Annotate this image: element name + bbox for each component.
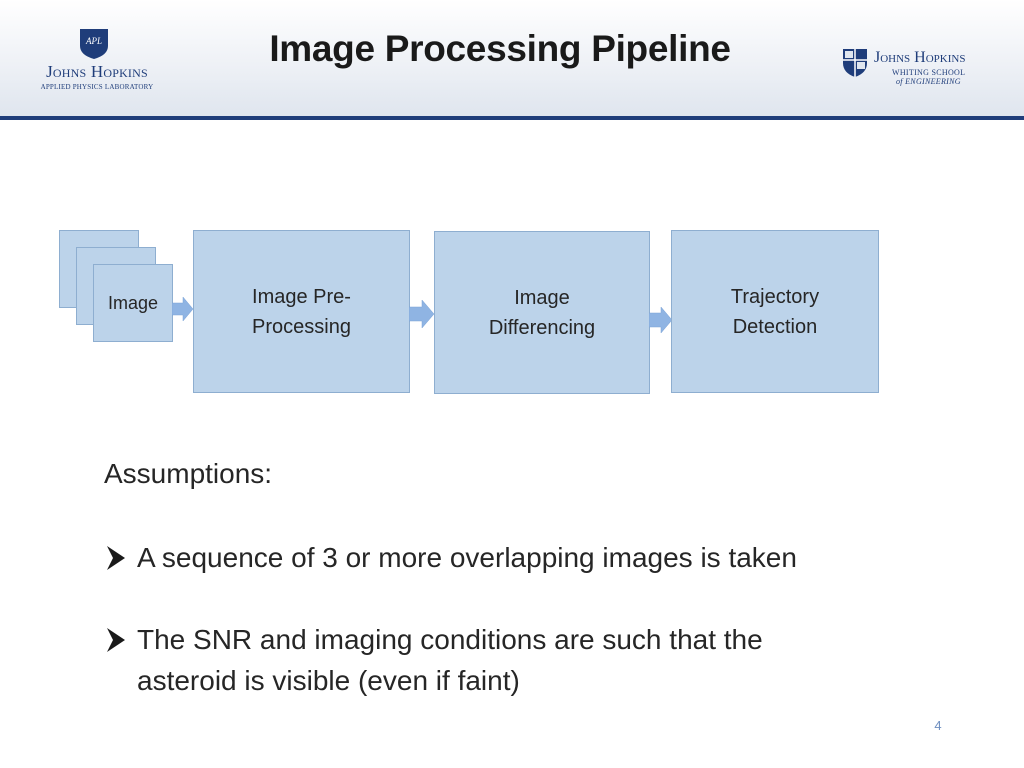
input-image-label: Image [107,293,159,313]
logo-right-sub2: of ENGINEERING [896,77,961,86]
header-rule [0,116,1024,120]
bullet-text: The SNR and imaging conditions are such … [137,624,763,696]
arrow-bullet-icon [107,628,125,652]
stage-preprocessing-label: Image Pre- Processing [252,285,351,338]
logo-left-name: Johns Hopkins [46,62,148,81]
logo-right-name: Johns Hopkins [874,49,966,66]
right-arrow-icon [409,299,435,329]
stage-preprocessing: Image Pre- Processing [193,230,410,393]
jhu-wse-logo: Johns Hopkins WHITING SCHOOL of ENGINEER… [842,46,1002,90]
assumptions-heading: Assumptions: [104,458,273,489]
image-stack-front: Image [93,264,173,342]
logo-left-sub: APPLIED PHYSICS LABORATORY [40,83,154,91]
arrow-bullet-icon [107,546,125,570]
apl-shield-icon: APL [80,29,108,59]
slide-title: Image Processing Pipeline [269,28,731,69]
stage-differencing-label: Image Differencing [488,286,596,339]
stage-differencing: Image Differencing [434,231,650,394]
jhu-shield-icon [843,49,867,77]
right-arrow-icon [172,296,194,322]
bullet-text: A sequence of 3 or more overlapping imag… [137,542,797,573]
logo-right-sub1: WHITING SCHOOL [892,68,966,77]
bullet-item: A sequence of 3 or more overlapping imag… [104,537,904,578]
apl-emblem-text: APL [85,36,102,46]
jhu-apl-logo: APL Johns Hopkins APPLIED PHYSICS LABORA… [27,28,167,92]
stage-trajectory: Trajectory Detection [671,230,879,393]
right-arrow-icon [649,306,673,334]
stage-trajectory-label: Trajectory Detection [730,285,820,338]
slide-number: 4 [934,718,942,733]
bullet-item: The SNR and imaging conditions are such … [104,619,824,701]
